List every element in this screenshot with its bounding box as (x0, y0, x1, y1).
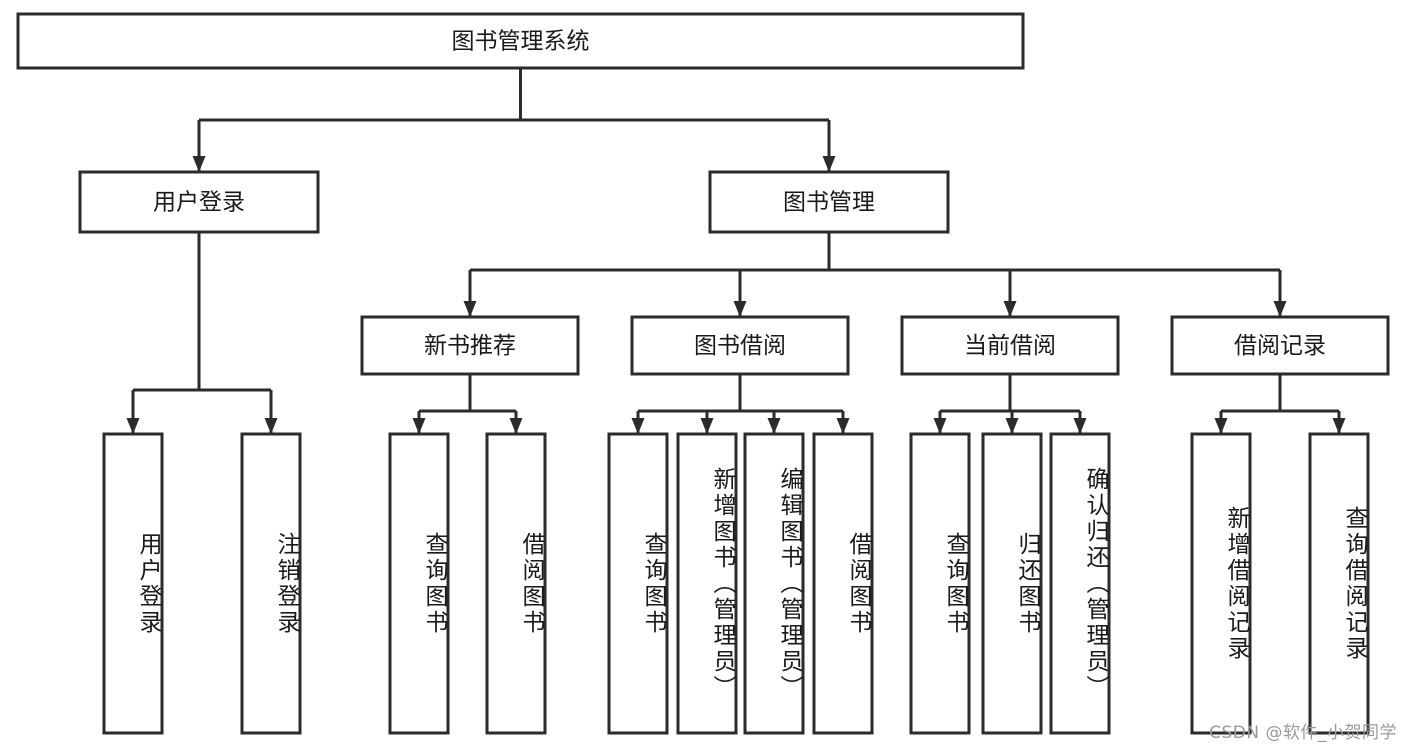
arrow-head-icon (509, 418, 523, 434)
leaf-node-leaf-user-logout[interactable] (240, 432, 302, 735)
arrow-head-icon (933, 418, 947, 434)
node-book-management[interactable]: 图书管理 (708, 170, 950, 234)
node-box (360, 315, 580, 376)
node-current-borrow[interactable]: 当前借阅 (900, 315, 1120, 376)
watermark-text: CSDN @软件_小贺同学 (1209, 723, 1397, 743)
node-label: 图书借阅 (694, 333, 786, 359)
node-box (708, 170, 950, 234)
leaf-box (1049, 432, 1111, 735)
leaf-box (981, 432, 1043, 735)
node-borrow-record[interactable]: 借阅记录 (1170, 315, 1390, 376)
leaf-node-leaf-confirm-return[interactable] (1049, 432, 1111, 735)
leaf-node-leaf-add-book[interactable] (676, 432, 738, 735)
leaf-node-leaf-return-book[interactable] (981, 432, 1043, 735)
leaf-box (388, 432, 450, 735)
arrow-head-icon (463, 301, 477, 317)
node-box (630, 315, 850, 376)
leaf-box (102, 432, 164, 735)
node-box (16, 12, 1025, 70)
leaf-node-leaf-add-record[interactable] (1190, 432, 1252, 735)
arrow-head-icon (1332, 418, 1346, 434)
leaf-node-leaf-query-book-3[interactable] (909, 432, 971, 735)
node-new-book-recommend[interactable]: 新书推荐 (360, 315, 580, 376)
node-label: 图书管理 (783, 190, 875, 216)
leaf-node-leaf-borrow-book-2[interactable] (812, 432, 874, 735)
arrow-head-icon (700, 418, 714, 434)
arrow-head-icon (412, 418, 426, 434)
leaf-box (743, 432, 805, 735)
leaf-box (240, 432, 302, 735)
node-box (78, 170, 320, 234)
arrow-head-icon (822, 156, 836, 172)
arrow-head-icon (1003, 301, 1017, 317)
arrow-head-icon (1273, 301, 1287, 317)
node-user-login[interactable]: 用户登录 (78, 170, 320, 234)
node-root-root[interactable]: 图书管理系统 (16, 12, 1025, 70)
arrow-head-icon (1214, 418, 1228, 434)
arrow-head-icon (733, 301, 747, 317)
leaf-box (909, 432, 971, 735)
leaf-box (1308, 432, 1370, 735)
arrow-head-icon (126, 418, 140, 434)
arrow-head-icon (1073, 418, 1087, 434)
node-label: 图书管理系统 (452, 29, 590, 55)
leaf-node-leaf-borrow-book-1[interactable] (485, 432, 547, 735)
arrow-head-icon (264, 418, 278, 434)
arrow-head-icon (836, 418, 850, 434)
connector-layer (126, 68, 1346, 434)
node-book-borrow[interactable]: 图书借阅 (630, 315, 850, 376)
arrow-head-icon (1005, 418, 1019, 434)
leaf-node-leaf-query-record[interactable] (1308, 432, 1370, 735)
leaf-node-leaf-query-book-1[interactable] (388, 432, 450, 735)
leaf-box (1190, 432, 1252, 735)
leaf-node-leaf-query-book-2[interactable] (607, 432, 669, 735)
leaf-node-leaf-edit-book[interactable] (743, 432, 805, 735)
arrow-head-icon (631, 418, 645, 434)
node-label: 借阅记录 (1234, 333, 1326, 359)
node-box (900, 315, 1120, 376)
arrow-head-icon (767, 418, 781, 434)
leaf-box (812, 432, 874, 735)
leaf-node-leaf-user-login[interactable] (102, 432, 164, 735)
arrow-head-icon (192, 156, 206, 172)
node-box (1170, 315, 1390, 376)
leaf-box (485, 432, 547, 735)
leaf-box (607, 432, 669, 735)
node-label: 用户登录 (153, 190, 245, 216)
node-label: 当前借阅 (964, 333, 1056, 359)
node-label: 新书推荐 (424, 333, 516, 359)
leaf-box (676, 432, 738, 735)
